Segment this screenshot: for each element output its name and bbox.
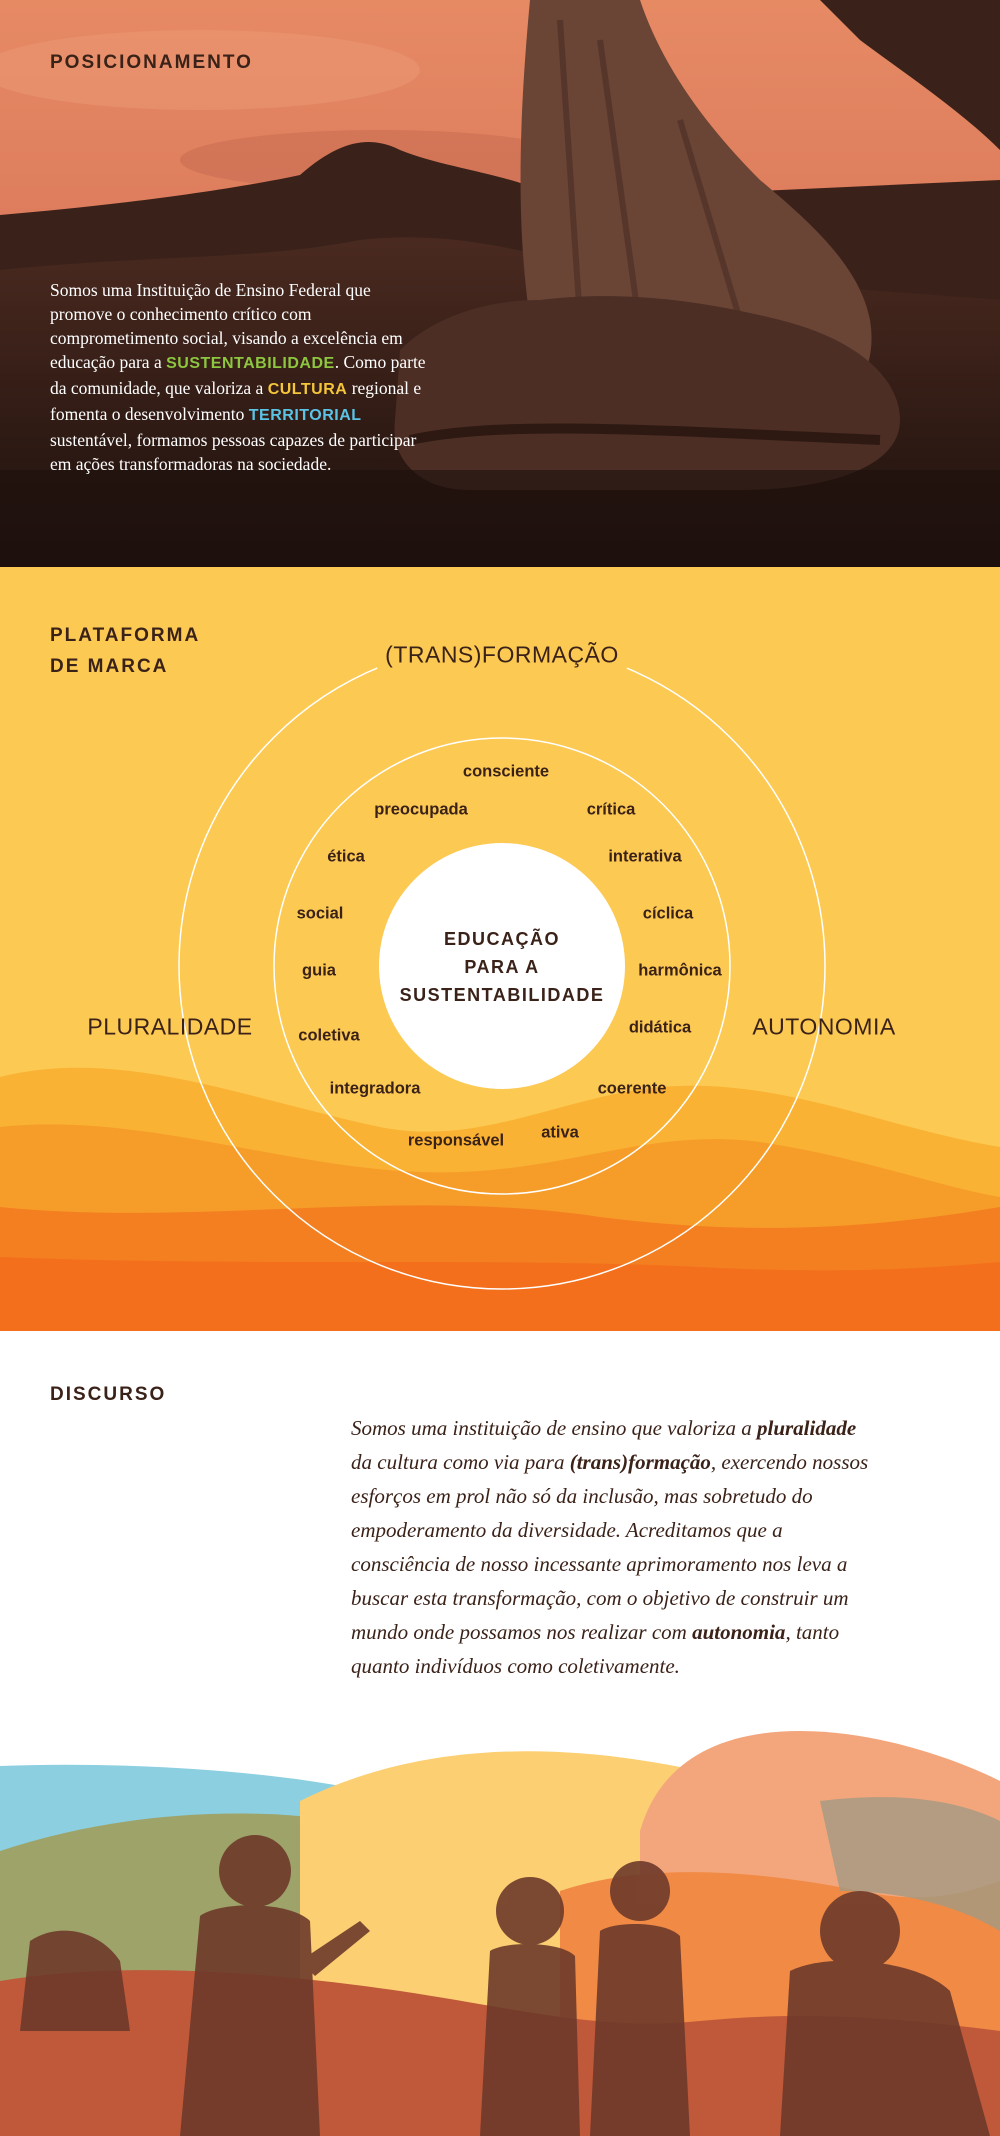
word-guia: guia bbox=[302, 961, 336, 980]
discurso-emphasis-pluralidade: pluralidade bbox=[756, 1416, 857, 1440]
highlight-sustentabilidade: SUSTENTABILIDADE bbox=[166, 355, 335, 372]
word-ativa: ativa bbox=[541, 1123, 579, 1142]
center-circle bbox=[379, 843, 625, 1089]
word-consciente: consciente bbox=[462, 762, 550, 781]
center-text: EDUCAÇÃO PARA A SUSTENTABILIDADE bbox=[400, 925, 605, 1009]
center-line3: SUSTENTABILIDADE bbox=[399, 985, 605, 1005]
paragraph-text: . Como parte da comunidade, que valoriza… bbox=[50, 352, 426, 398]
plataforma-title-line2: DE MARCA bbox=[50, 656, 169, 677]
paragraph-text: sustentável, formamos pessoas capazes de… bbox=[50, 430, 417, 474]
discurso-text: da cultura como via para bbox=[351, 1450, 570, 1474]
word-coerente: coerente bbox=[597, 1079, 667, 1098]
inner-ring bbox=[273, 737, 731, 1195]
word-coletiva: coletiva bbox=[298, 1026, 360, 1045]
word-critica: crítica bbox=[586, 800, 636, 819]
word-etica: ética bbox=[327, 847, 365, 866]
word-integradora: integradora bbox=[329, 1079, 421, 1098]
discurso-paragraph: Somos uma instituição de ensino que valo… bbox=[351, 1411, 871, 1683]
discurso-emphasis-transformacao: (trans)formação bbox=[569, 1450, 711, 1474]
label-autonomia: AUTONOMIA bbox=[752, 1013, 896, 1040]
discurso-text: , exercendo nossos esforços em prol não … bbox=[351, 1450, 869, 1644]
word-harmonica: harmônica bbox=[638, 961, 722, 980]
discurso-photo-collage bbox=[0, 1731, 1000, 2136]
posicionamento-section: POSICIONAMENTO Somos uma Instituição de … bbox=[0, 0, 1000, 567]
plataforma-background bbox=[0, 567, 1000, 1331]
posicionamento-paragraph: Somos uma Instituição de Ensino Federal … bbox=[50, 278, 430, 476]
discurso-section: DISCURSO Somos uma instituição de ensino… bbox=[0, 1331, 1000, 2136]
label-pluralidade: PLURALIDADE bbox=[87, 1013, 253, 1040]
word-didatica: didática bbox=[628, 1018, 692, 1037]
discurso-text: , tanto quanto indivíduos como coletivam… bbox=[351, 1620, 840, 1678]
center-line2: PARA A bbox=[464, 957, 540, 977]
posicionamento-photo bbox=[0, 0, 1000, 567]
posicionamento-title: POSICIONAMENTO bbox=[50, 52, 253, 73]
discurso-emphasis-autonomia: autonomia bbox=[692, 1620, 786, 1644]
word-ciclica: cíclica bbox=[642, 904, 694, 923]
paragraph-text: Somos uma Instituição de Ensino Federal … bbox=[50, 280, 403, 372]
highlight-territorial: TERRITORIAL bbox=[248, 407, 362, 424]
word-preocupada: preocupada bbox=[374, 800, 468, 819]
plataforma-section: PLATAFORMA DE MARCA (TRANS)FORMAÇÃO PLUR… bbox=[0, 567, 1000, 1331]
word-interativa: interativa bbox=[608, 847, 682, 866]
discurso-title: DISCURSO bbox=[50, 1384, 167, 1405]
word-social: social bbox=[296, 904, 344, 923]
highlight-cultura: CULTURA bbox=[267, 381, 348, 398]
center-line1: EDUCAÇÃO bbox=[443, 929, 561, 949]
paragraph-text: regional e fomenta o desenvolvimento bbox=[50, 378, 422, 424]
label-transformacao: (TRANS)FORMAÇÃO bbox=[377, 641, 627, 669]
plataforma-title: PLATAFORMA DE MARCA bbox=[50, 620, 200, 682]
word-responsavel: responsável bbox=[407, 1131, 505, 1150]
discurso-text: Somos uma instituição de ensino que valo… bbox=[351, 1416, 757, 1440]
plataforma-title-line1: PLATAFORMA bbox=[50, 625, 201, 646]
